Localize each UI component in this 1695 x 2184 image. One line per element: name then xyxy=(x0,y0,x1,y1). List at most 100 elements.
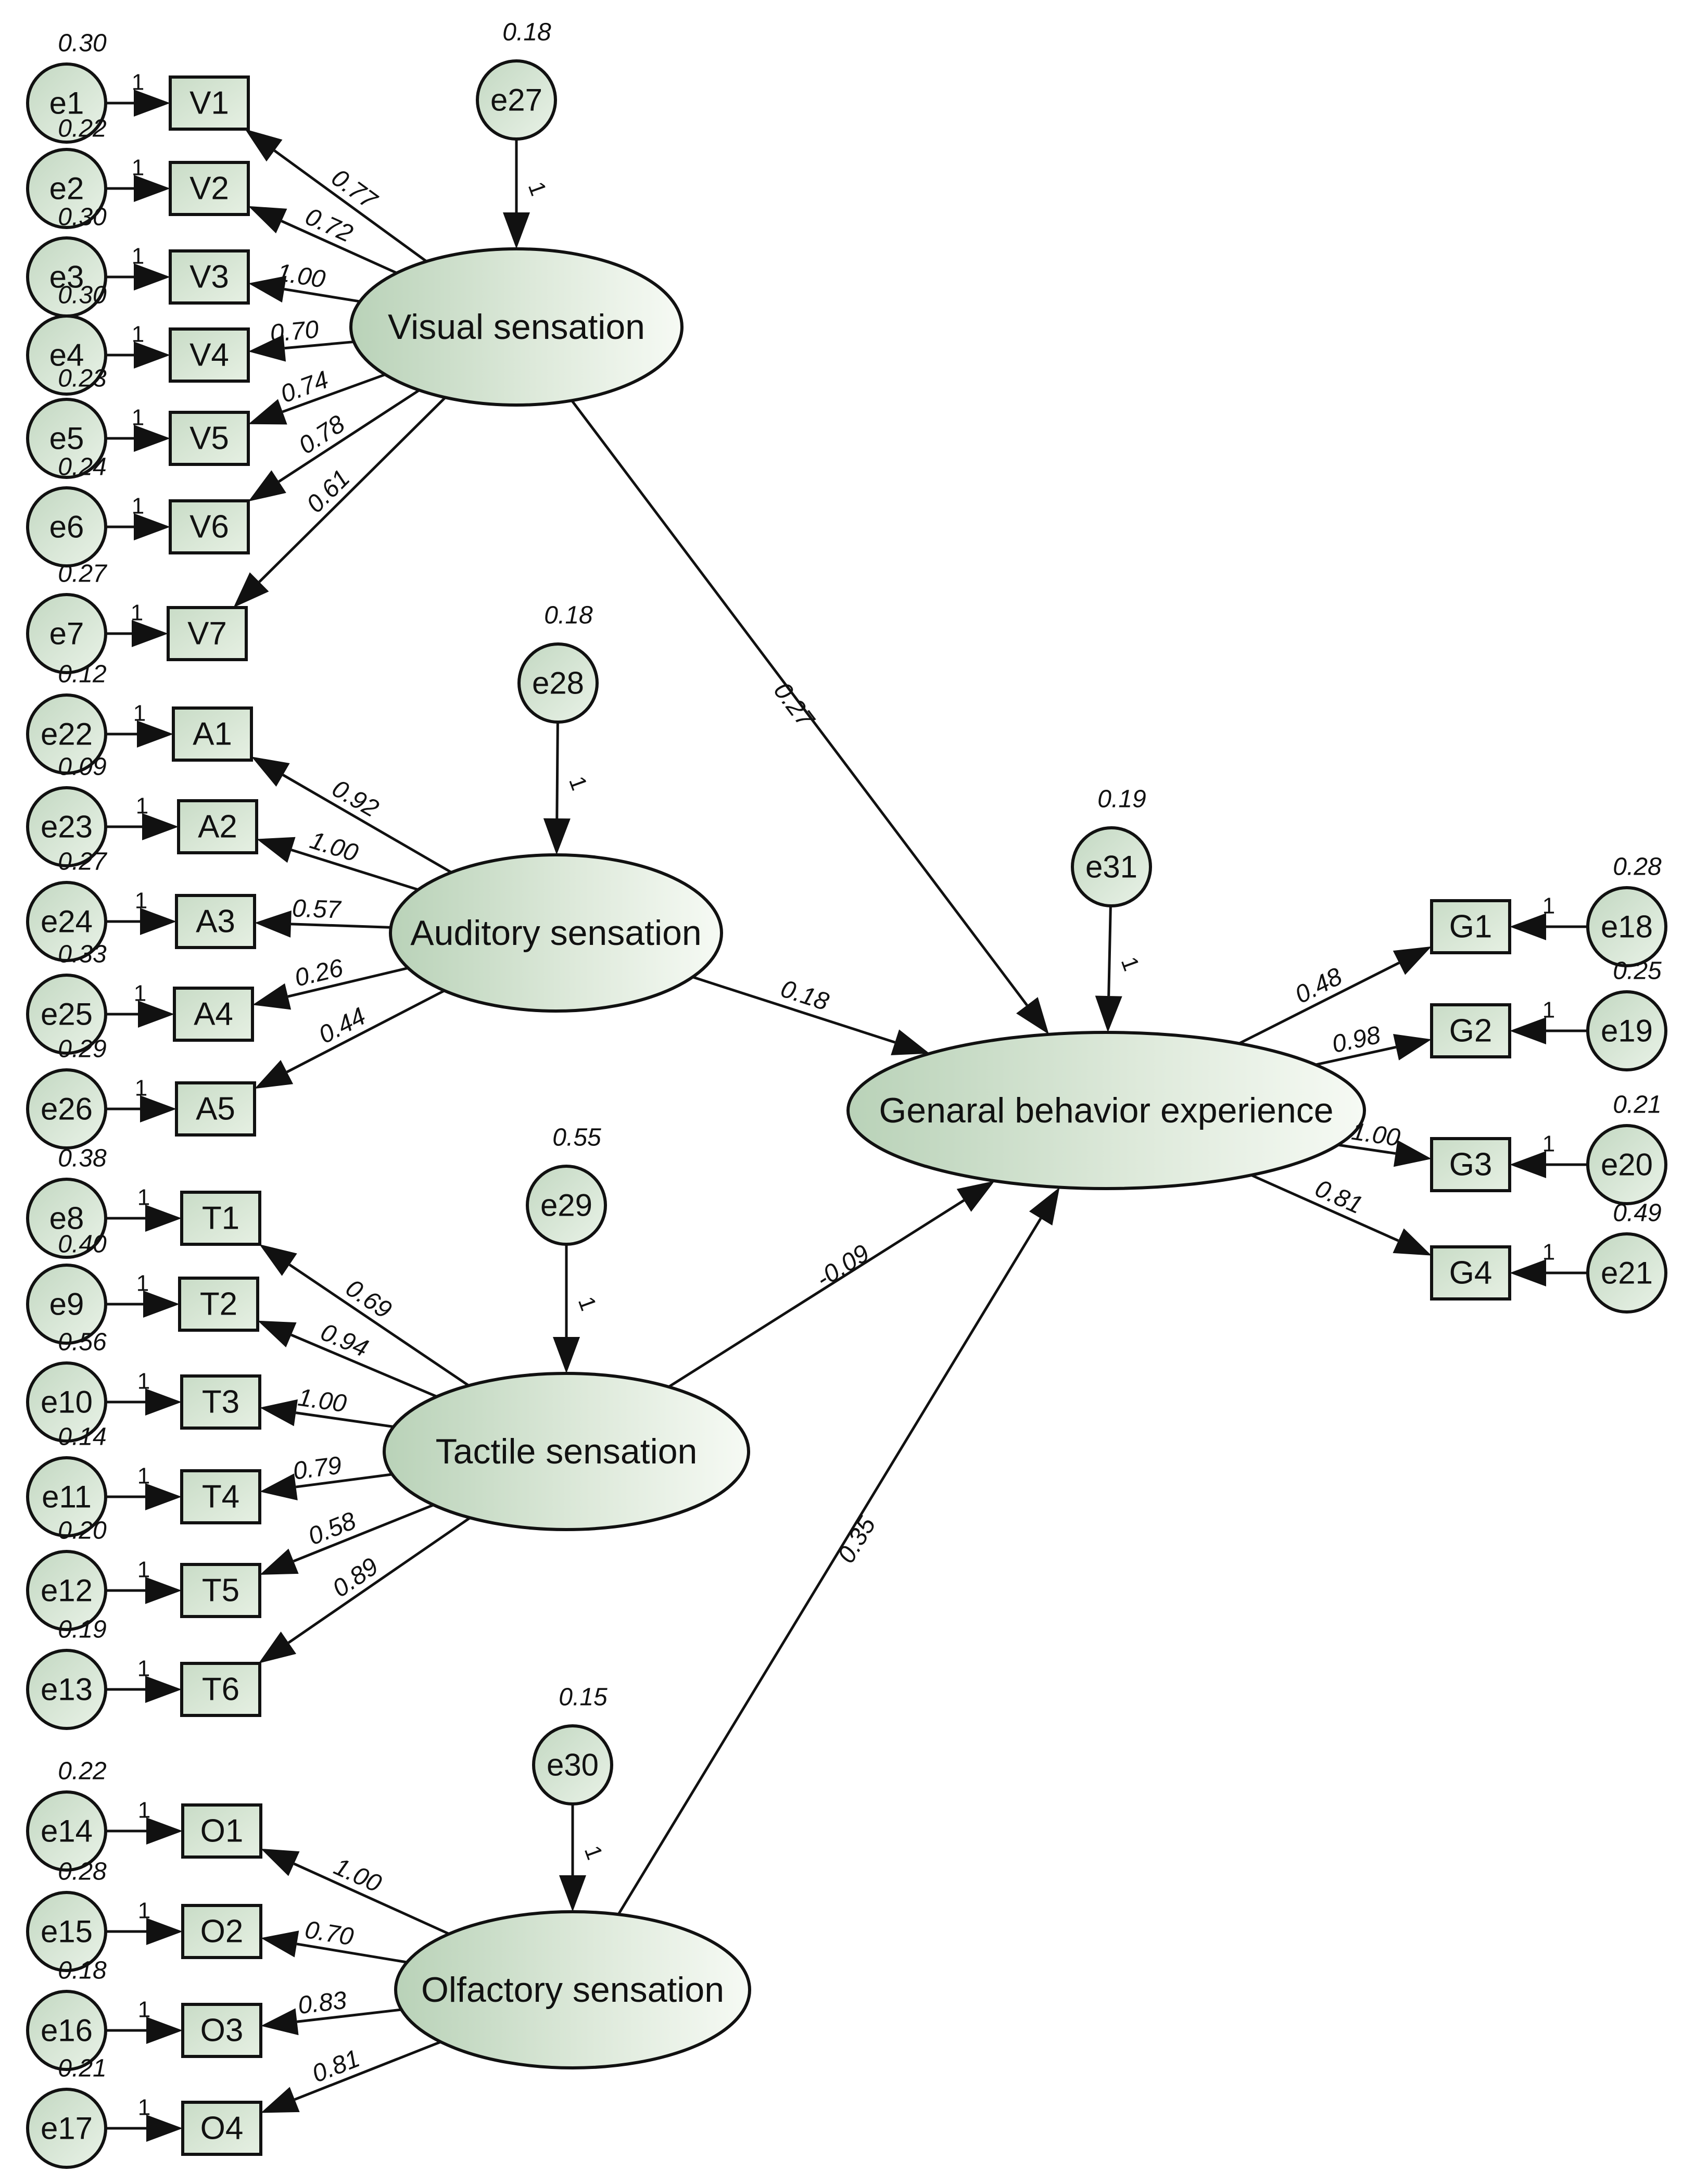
loading-path-G2 xyxy=(1315,1045,1397,1066)
variance-e28: 0.18 xyxy=(544,602,593,629)
error-path-e19-arrowhead xyxy=(1510,1017,1546,1044)
error-e25 xyxy=(26,974,107,1055)
error-label-e12: e12 xyxy=(41,1573,93,1608)
loading-value-V7: 0.61 xyxy=(301,464,356,518)
error-label-e19: e19 xyxy=(1601,1014,1653,1049)
observed-label-G2: G2 xyxy=(1449,1013,1492,1049)
observed-O3 xyxy=(181,2003,262,2058)
error-path-e31 xyxy=(1107,905,1112,996)
observed-T4 xyxy=(180,1469,261,1524)
variance-e27: 0.18 xyxy=(502,19,551,46)
error-label-e21: e21 xyxy=(1601,1256,1653,1291)
error-e19 xyxy=(1586,990,1667,1071)
observed-label-G3: G3 xyxy=(1449,1147,1492,1183)
error-label-e7: e7 xyxy=(49,616,84,651)
variance-e24: 0.27 xyxy=(58,848,108,876)
loading-path-V5-arrowhead xyxy=(248,399,287,425)
observed-V6 xyxy=(169,499,250,554)
loading-path-V2-arrowhead xyxy=(248,206,287,234)
variance-e20: 0.21 xyxy=(1613,1091,1661,1119)
error-path-e26-arrowhead xyxy=(140,1095,176,1122)
loading-value-A3: 0.57 xyxy=(292,894,342,924)
latent-label-AS: Auditory sensation xyxy=(410,913,701,953)
loading-value-V4: 0.70 xyxy=(269,315,320,347)
fixed-path-label-e9: 1 xyxy=(136,1271,149,1296)
error-label-e5: e5 xyxy=(49,421,84,456)
variance-e10: 0.56 xyxy=(58,1329,107,1356)
error-e1 xyxy=(26,62,107,144)
loading-path-T5 xyxy=(293,1504,434,1563)
variance-e26: 0.29 xyxy=(58,1036,106,1063)
loading-path-G4-arrowhead xyxy=(1393,1228,1432,1256)
observed-G4 xyxy=(1430,1245,1511,1301)
variance-e18: 0.28 xyxy=(1613,853,1662,881)
observed-label-T4: T4 xyxy=(202,1479,239,1515)
structural-path-VS-GB-arrowhead xyxy=(1016,997,1049,1034)
error-label-e1: e1 xyxy=(49,86,84,121)
observed-O4 xyxy=(181,2101,262,2156)
error-e15 xyxy=(26,1891,107,1972)
fixed-path-label-e20: 1 xyxy=(1542,1131,1555,1157)
observed-label-T5: T5 xyxy=(202,1573,239,1609)
variance-e15: 0.28 xyxy=(58,1858,107,1886)
fixed-path-label-e7: 1 xyxy=(131,600,143,626)
error-e11 xyxy=(26,1456,107,1537)
fixed-path-label-e2: 1 xyxy=(132,155,144,181)
loading-path-V6-arrowhead xyxy=(248,470,286,502)
loading-path-V4 xyxy=(284,340,355,350)
error-path-e24-arrowhead xyxy=(140,908,176,935)
latent-OS xyxy=(394,1910,751,2069)
loading-path-T6 xyxy=(287,1517,471,1644)
loading-path-V1 xyxy=(273,149,427,263)
error-label-e3: e3 xyxy=(49,260,84,295)
error-label-e2: e2 xyxy=(49,171,84,206)
error-label-e8: e8 xyxy=(49,1201,84,1236)
fixed-path-label-e12: 1 xyxy=(137,1557,150,1583)
observed-T3 xyxy=(180,1374,261,1430)
loading-path-O1-arrowhead xyxy=(261,1848,300,1876)
fixed-path-label-e11: 1 xyxy=(137,1463,150,1489)
fixed-path-label-e15: 1 xyxy=(138,1898,150,1924)
error-path-e11-arrowhead xyxy=(145,1483,182,1510)
error-path-e20-arrowhead xyxy=(1510,1151,1546,1178)
error-label-e24: e24 xyxy=(41,904,93,939)
error-e16 xyxy=(26,1990,107,2071)
error-e28 xyxy=(517,642,599,724)
fixed-path-label-e5: 1 xyxy=(132,405,144,431)
error-path-e29-arrowhead xyxy=(553,1337,580,1373)
loading-path-O1 xyxy=(293,1862,450,1935)
loading-path-T2 xyxy=(290,1333,438,1398)
loading-value-V5: 0.74 xyxy=(277,366,332,409)
observed-T2 xyxy=(178,1277,259,1332)
error-path-e17-arrowhead xyxy=(146,2115,183,2142)
structural-coefficient: 0.35 xyxy=(832,1512,881,1568)
loading-path-O3-arrowhead xyxy=(261,2008,299,2036)
observed-label-G4: G4 xyxy=(1449,1255,1492,1291)
variance-e12: 0.20 xyxy=(58,1517,107,1545)
loading-path-T3-arrowhead xyxy=(260,1399,298,1426)
observed-O2 xyxy=(181,1904,262,1959)
observed-label-O4: O4 xyxy=(200,2111,244,2147)
structural-coefficient: -0.09 xyxy=(812,1240,875,1293)
loading-path-A2-arrowhead xyxy=(257,837,296,863)
error-path-e23-arrowhead xyxy=(142,813,179,840)
loading-path-G4 xyxy=(1250,1173,1399,1242)
structural-path-OS-GB-arrowhead xyxy=(1029,1187,1060,1226)
variance-e3: 0.30 xyxy=(58,204,107,231)
variance-e16: 0.18 xyxy=(58,1957,107,1985)
error-label-e20: e20 xyxy=(1601,1147,1653,1182)
fixed-path-label-e30: 1 xyxy=(579,1842,608,1863)
error-label-e14: e14 xyxy=(41,1814,93,1849)
observed-label-T6: T6 xyxy=(202,1672,239,1708)
error-path-e3-arrowhead xyxy=(134,263,170,291)
observed-label-V5: V5 xyxy=(189,421,229,457)
fixed-path-label-e3: 1 xyxy=(132,244,144,269)
loading-value-T4: 0.79 xyxy=(292,1451,344,1485)
structural-path-AS-GB xyxy=(692,976,895,1044)
observed-T1 xyxy=(180,1191,261,1246)
fixed-path-label-e28: 1 xyxy=(564,773,592,794)
error-e8 xyxy=(26,1178,107,1259)
observed-V3 xyxy=(169,249,250,305)
error-label-e6: e6 xyxy=(49,510,84,545)
error-label-e10: e10 xyxy=(41,1385,93,1420)
